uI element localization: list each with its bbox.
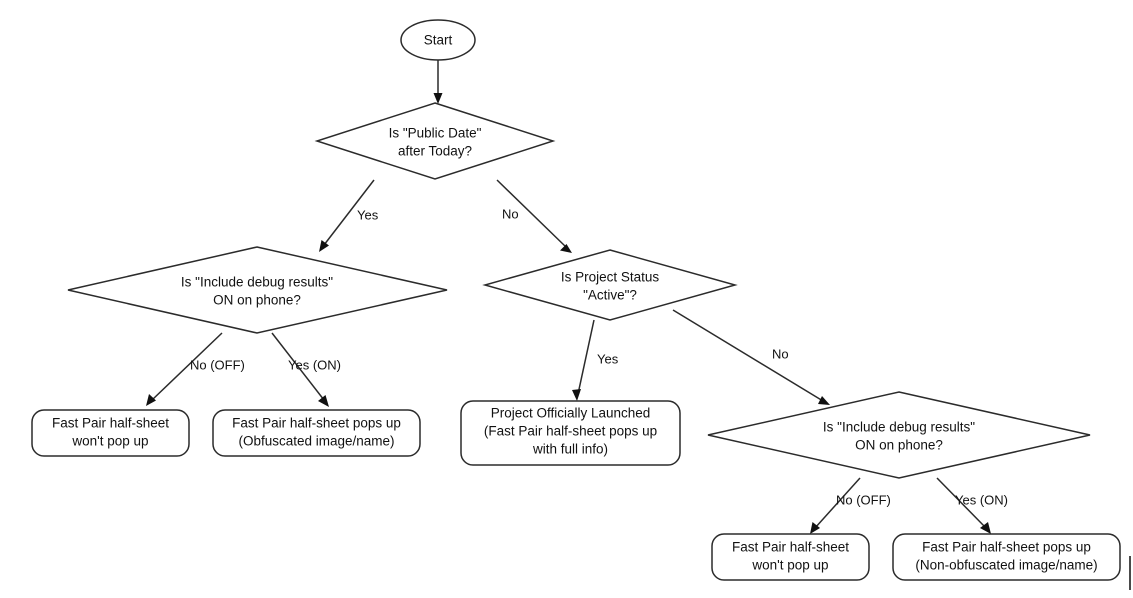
node-result-left-on-line1: Fast Pair half-sheet pops up — [232, 416, 401, 431]
node-decision-debug-right[interactable]: Is "Include debug results" ON on phone? — [707, 391, 1091, 479]
edge-project-status-yes: Yes — [572, 319, 619, 401]
edge-label-debug-right-on: Yes (ON) — [955, 492, 1008, 507]
node-result-right-off-line1: Fast Pair half-sheet — [732, 540, 849, 555]
node-decision-debug-left-line2: ON on phone? — [213, 293, 301, 308]
right-edge-marker — [1129, 556, 1131, 590]
node-decision-project-status-line2: "Active"? — [583, 288, 637, 303]
node-result-right-on-line1: Fast Pair half-sheet pops up — [922, 540, 1091, 555]
edge-label-debug-left-off: No (OFF) — [190, 357, 245, 372]
node-decision-project-status[interactable]: Is Project Status "Active"? — [482, 249, 738, 321]
edge-label-project-status-no: No — [772, 346, 789, 361]
node-result-launched-line3: with full info) — [532, 442, 608, 457]
node-result-launched-line2: (Fast Pair half-sheet pops up — [484, 424, 657, 439]
node-decision-public-date-line1: Is "Public Date" — [389, 126, 482, 141]
node-decision-debug-right-line1: Is "Include debug results" — [823, 420, 975, 435]
edge-label-debug-left-on: Yes (ON) — [288, 357, 341, 372]
node-decision-debug-right-line2: ON on phone? — [855, 438, 943, 453]
edge-public-date-no: No — [496, 179, 572, 253]
edge-label-project-status-yes: Yes — [597, 351, 619, 366]
node-decision-debug-left-line1: Is "Include debug results" — [181, 275, 333, 290]
edge-debug-left-on: Yes (ON) — [271, 332, 341, 407]
edge-label-public-date-yes: Yes — [357, 207, 379, 222]
edge-project-status-no: No — [672, 309, 830, 405]
edge-label-debug-right-off: No (OFF) — [836, 492, 891, 507]
node-decision-debug-left[interactable]: Is "Include debug results" ON on phone? — [67, 246, 448, 334]
node-result-left-off-line1: Fast Pair half-sheet — [52, 416, 169, 431]
edge-debug-right-on: Yes (ON) — [936, 477, 1008, 534]
node-decision-public-date-line2: after Today? — [398, 144, 472, 159]
node-start-label: Start — [424, 33, 453, 48]
edge-start-to-public-date — [433, 60, 443, 104]
node-result-launched[interactable]: Project Officially Launched (Fast Pair h… — [460, 400, 681, 466]
node-result-left-off[interactable]: Fast Pair half-sheet won't pop up — [31, 409, 190, 457]
edge-public-date-yes: Yes — [319, 179, 379, 252]
edge-debug-right-off: No (OFF) — [810, 477, 891, 534]
node-decision-public-date[interactable]: Is "Public Date" after Today? — [314, 102, 556, 180]
node-result-left-on[interactable]: Fast Pair half-sheet pops up (Obfuscated… — [212, 409, 421, 457]
edge-label-public-date-no: No — [502, 206, 519, 221]
node-result-right-on-line2: (Non-obfuscated image/name) — [915, 558, 1097, 573]
node-result-launched-line1: Project Officially Launched — [491, 406, 651, 421]
node-decision-project-status-line1: Is Project Status — [561, 270, 660, 285]
node-result-right-off[interactable]: Fast Pair half-sheet won't pop up — [711, 533, 870, 581]
edge-debug-left-off: No (OFF) — [146, 332, 245, 406]
node-result-right-on[interactable]: Fast Pair half-sheet pops up (Non-obfusc… — [892, 533, 1121, 581]
node-result-left-on-line2: (Obfuscated image/name) — [238, 434, 394, 449]
node-result-right-off-line2: won't pop up — [751, 558, 828, 573]
node-result-left-off-line2: won't pop up — [71, 434, 148, 449]
node-start[interactable]: Start — [400, 19, 476, 61]
